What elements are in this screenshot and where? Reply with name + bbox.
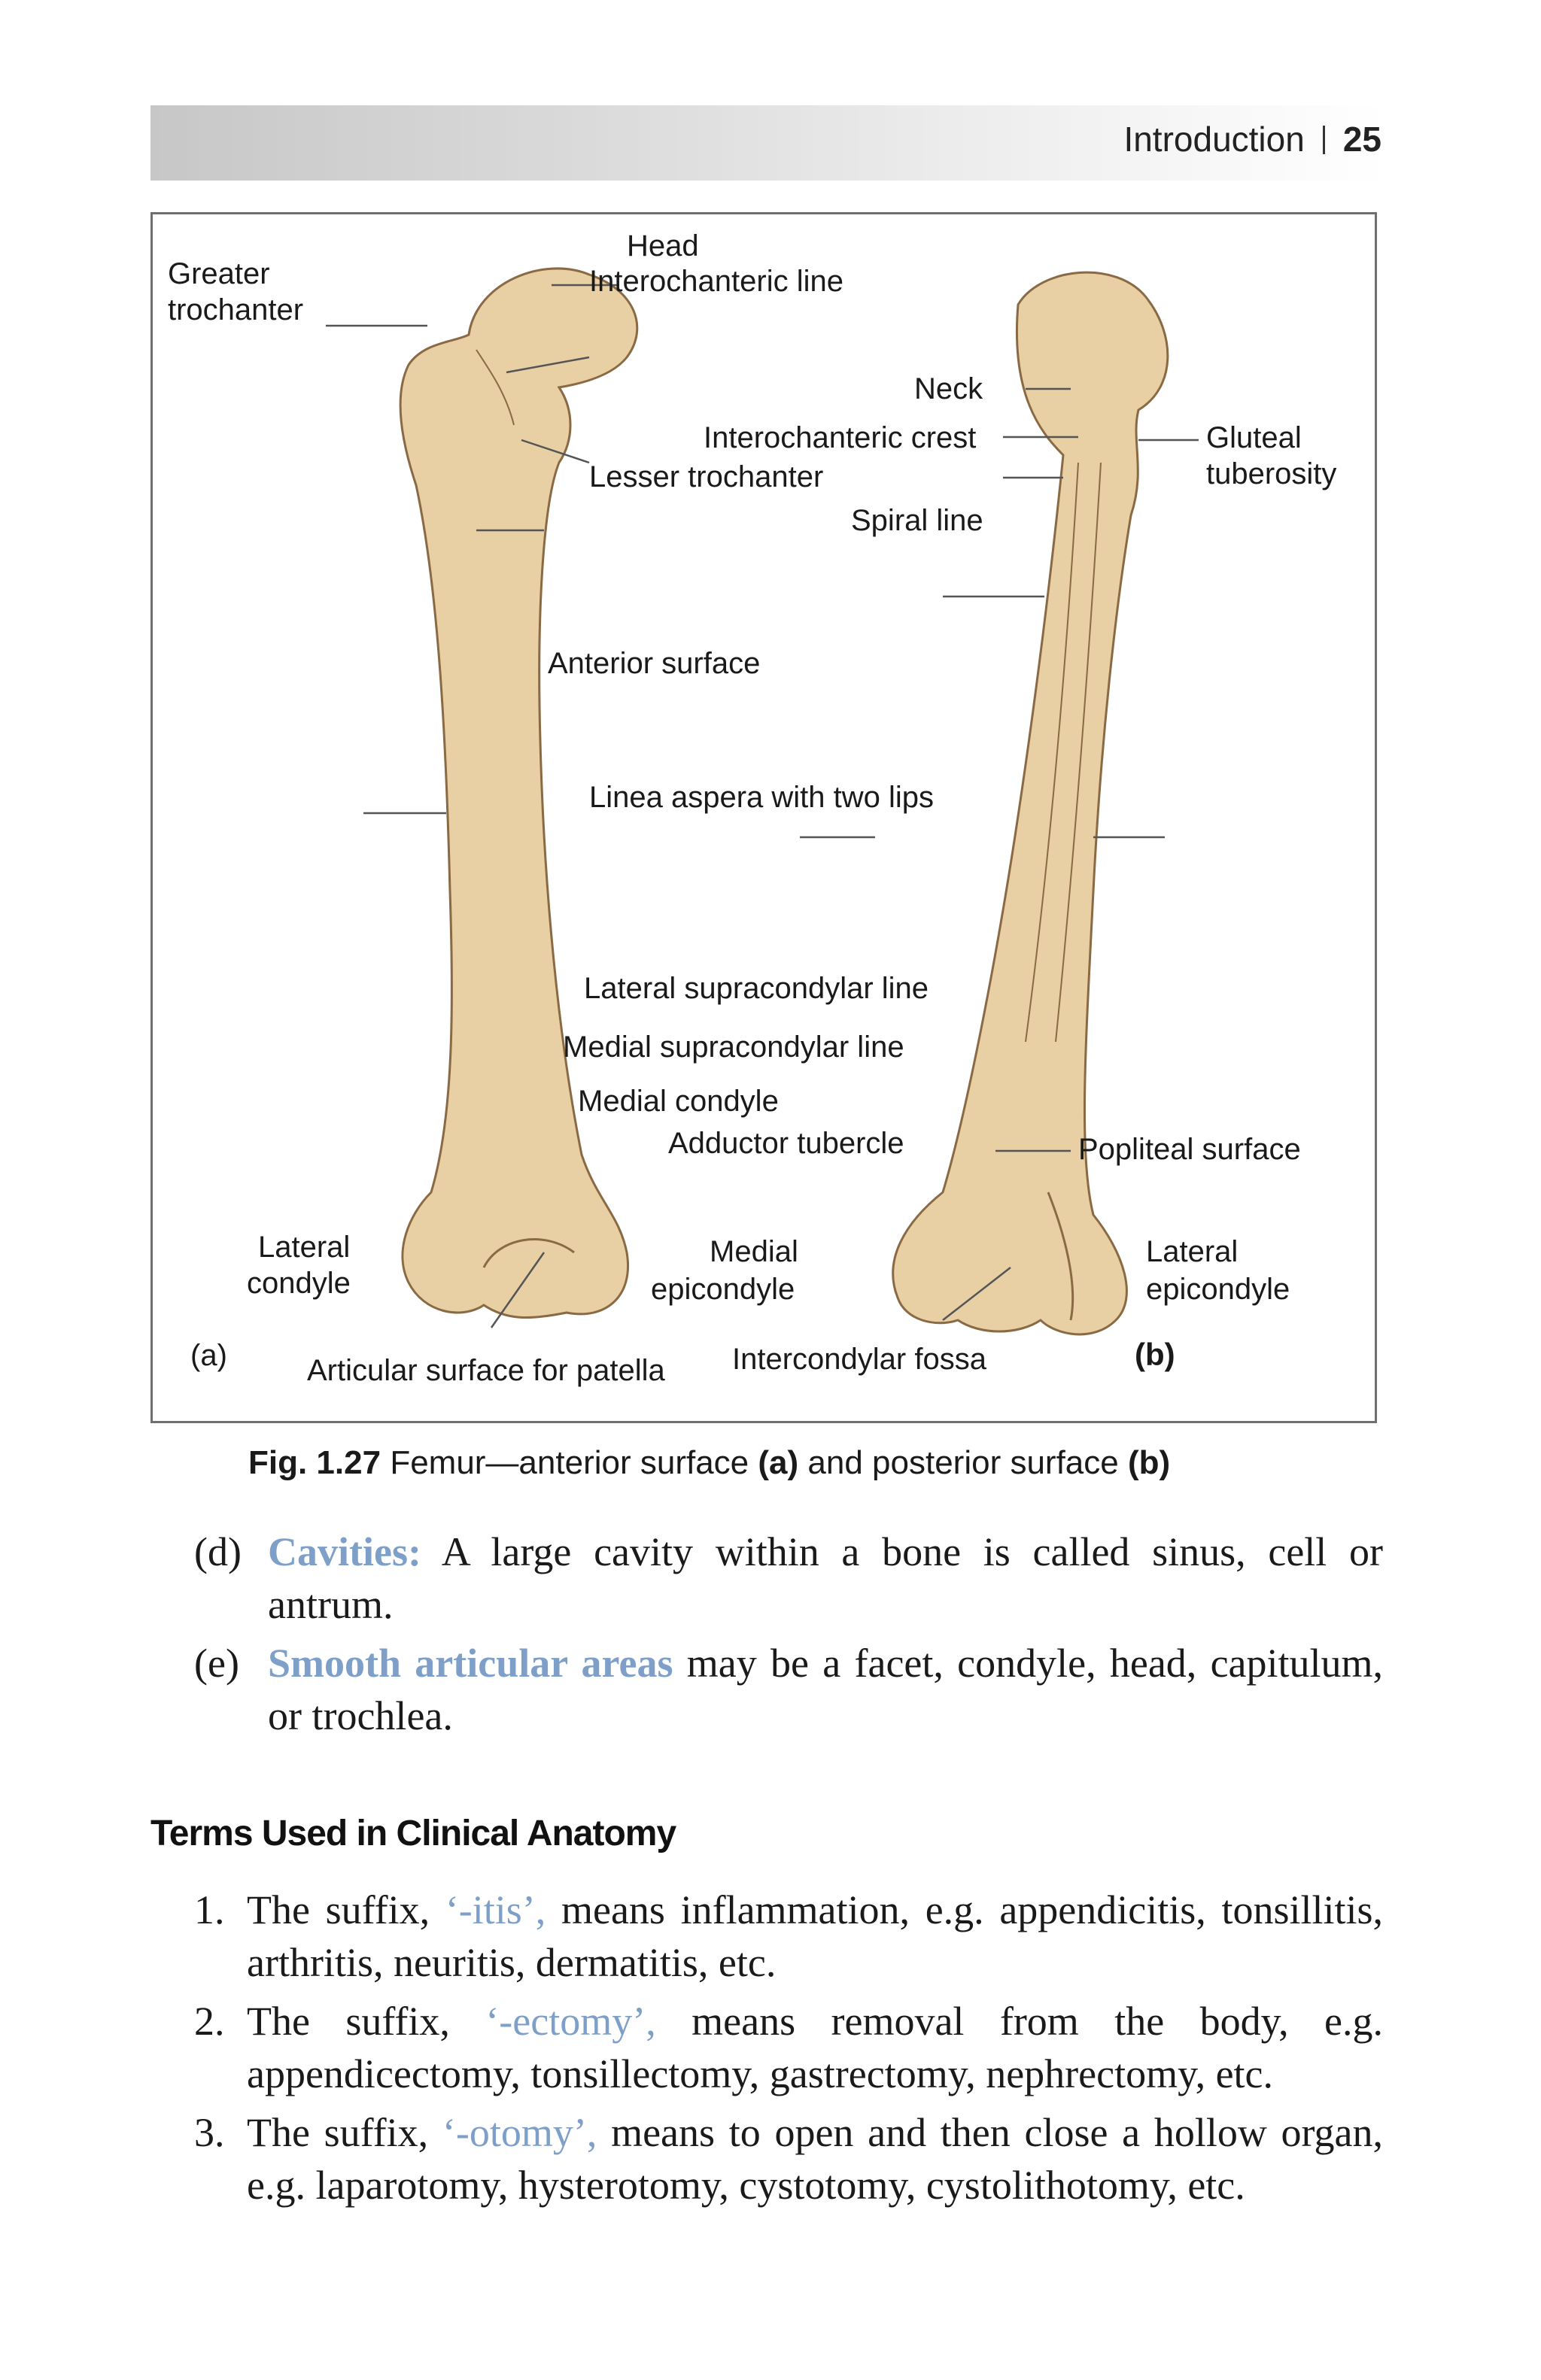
label-intercondylar-fossa: Intercondylar fossa (732, 1343, 987, 1376)
label-gluteal: Gluteal (1206, 421, 1302, 454)
list-term: ‘-ectomy’, (485, 1999, 656, 2044)
label-interochanteric-line: Interochanteric line (589, 265, 843, 298)
label-adductor-tubercle: Adductor tubercle (668, 1127, 904, 1160)
list-item: 3. The suffix, ‘-otomy’, means to open a… (194, 2106, 1383, 2212)
list-prefix: The suffix, (247, 1999, 450, 2044)
paragraph-cavities: (d) Cavities: A large cavity within a bo… (194, 1525, 1383, 1631)
page-number: 25 (1342, 120, 1381, 159)
label-interochanteric-crest: Interochanteric crest (704, 421, 976, 454)
figure-femur: Greater trochanter Head Interochanteric … (150, 212, 1377, 1423)
list-item: 1. The suffix, ‘-itis’, means inflammati… (194, 1884, 1383, 1989)
list-term: ‘-itis’, (445, 1887, 546, 1932)
label-medial-supracondylar: Medial supracondylar line (563, 1031, 904, 1064)
label-spiral-line: Spiral line (851, 504, 983, 537)
label-neck: Neck (914, 372, 983, 405)
label-greater-trochanter-2: trochanter (168, 293, 303, 326)
label-lateral-epicondyle-2: epicondyle (1146, 1273, 1290, 1306)
paragraph-text: A large cavity within a bone is called s… (268, 1529, 1383, 1627)
paragraph-marker: (d) (194, 1529, 242, 1574)
label-gluteal-2: tuberosity (1206, 457, 1336, 490)
list-text: means to open and then close a hollow or… (247, 2110, 1384, 2208)
caption-text: Femur—anterior surface (390, 1444, 749, 1481)
femur-anterior (399, 267, 639, 1319)
label-lateral-epicondyle: Lateral (1146, 1235, 1238, 1268)
running-header: Introduction 25 (1123, 119, 1381, 159)
list-prefix: The suffix, (247, 1887, 430, 1932)
femur-posterior (892, 271, 1169, 1336)
paragraph-marker: (e) (194, 1641, 239, 1686)
section-title: Terms Used in Clinical Anatomy (150, 1814, 676, 1853)
label-panel-a: (a) (190, 1339, 227, 1372)
list-text: means inflammation, e.g. appendicitis, t… (247, 1887, 1383, 1985)
list-marker: 3. (194, 2110, 225, 2155)
leader-lines (326, 284, 1199, 1328)
list-marker: 1. (194, 1887, 225, 1932)
figure-caption: Fig. 1.27 Femur—anterior surface (a) and… (248, 1444, 1170, 1482)
header-band (150, 105, 1384, 181)
paragraph-text: may be a facet, condyle, head, capitulum… (268, 1641, 1384, 1738)
label-linea-aspera: Linea aspera with two lips (589, 781, 934, 814)
caption-and: and posterior surface (807, 1444, 1119, 1481)
label-medial-epicondyle-2: epicondyle (651, 1273, 795, 1306)
label-medial-epicondyle: Medial (710, 1235, 798, 1268)
label-panel-b: (b) (1135, 1337, 1175, 1372)
header-title: Introduction (1123, 120, 1305, 159)
label-medial-condyle: Medial condyle (578, 1085, 779, 1118)
paragraph-smooth-articular-areas: (e) Smooth articular areas may be a face… (194, 1637, 1383, 1742)
list-item: 2. The suffix, ‘-ectomy’, means removal … (194, 1995, 1383, 2100)
label-anterior-surface: Anterior surface (548, 647, 760, 680)
list-term: ‘-otomy’, (442, 2110, 597, 2155)
label-popliteal-surface: Popliteal surface (1078, 1133, 1301, 1166)
label-head: Head (627, 229, 699, 263)
femur-illustration: Greater trochanter Head Interochanteric … (168, 229, 1336, 1387)
label-lateral-condyle-2: condyle (247, 1267, 351, 1300)
label-greater-trochanter: Greater (168, 257, 270, 290)
header-separator (1322, 126, 1325, 154)
label-lateral-condyle: Lateral (258, 1231, 350, 1264)
label-articular-surface: Articular surface for patella (307, 1354, 666, 1387)
paragraph-highlight: Smooth articular areas (268, 1641, 673, 1686)
label-lesser-trochanter: Lesser trochanter (589, 460, 823, 493)
list-text: means removal from the body, e.g. append… (247, 1999, 1384, 2096)
label-lateral-supracondylar: Lateral supracondylar line (584, 972, 929, 1005)
caption-figure-number: Fig. 1.27 (248, 1444, 381, 1481)
caption-panel-b: (b) (1127, 1444, 1171, 1481)
caption-panel-a: (a) (758, 1444, 799, 1481)
paragraph-highlight: Cavities: (268, 1529, 421, 1574)
list-prefix: The suffix, (247, 2110, 429, 2155)
list-marker: 2. (194, 1999, 225, 2044)
